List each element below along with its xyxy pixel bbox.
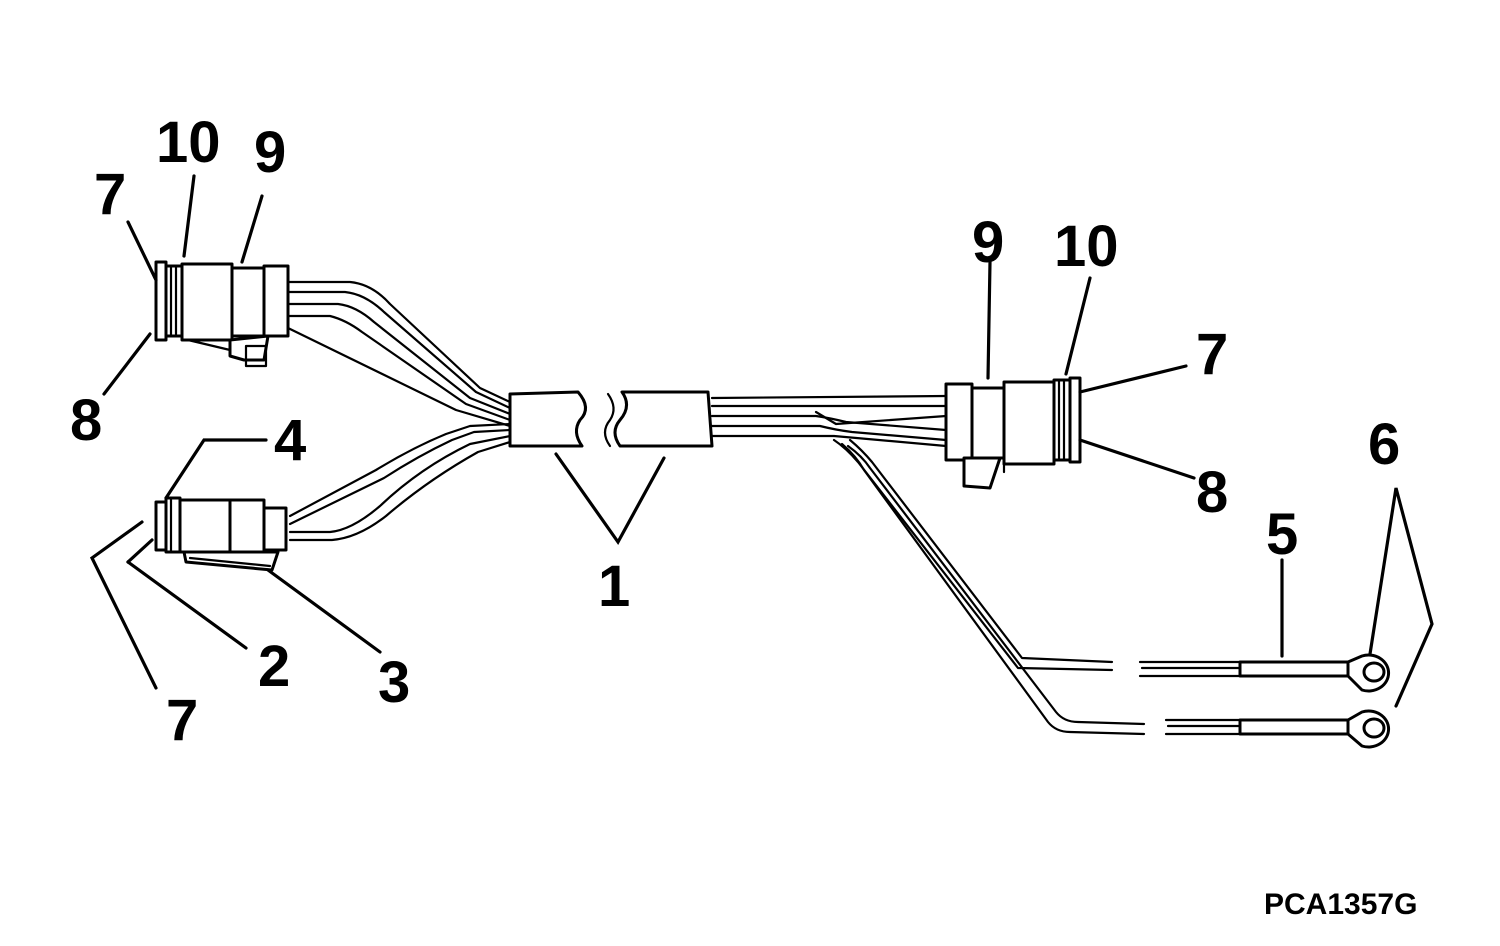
callout-9-left: 9 xyxy=(254,120,286,185)
left-wire-bundle xyxy=(286,280,512,542)
callout-10-left: 10 xyxy=(156,110,221,175)
right-connector xyxy=(944,376,1082,490)
callout-4: 4 xyxy=(274,408,306,473)
callout-8-right: 8 xyxy=(1196,460,1228,525)
center-sleeve xyxy=(508,390,714,448)
callout-7-left-bottom: 7 xyxy=(166,688,198,753)
callout-9-right: 9 xyxy=(972,210,1004,275)
callouts: 10 9 7 8 4 2 3 7 1 9 10 7 8 5 6 xyxy=(70,110,1400,753)
callout-10-right: 10 xyxy=(1054,214,1119,279)
leader-lines xyxy=(89,174,1434,708)
callout-1: 1 xyxy=(598,554,630,619)
callout-2: 2 xyxy=(258,634,290,699)
left-top-connector xyxy=(154,260,290,368)
ring-terminal-lower xyxy=(1164,709,1390,749)
ring-terminal-upper xyxy=(1138,653,1390,693)
callout-3: 3 xyxy=(378,650,410,715)
right-wire-bundle xyxy=(710,394,1146,736)
callout-7-right: 7 xyxy=(1196,322,1228,387)
callout-8-left: 8 xyxy=(70,388,102,453)
figure-id: PCA1357G xyxy=(1264,888,1417,921)
callout-6: 6 xyxy=(1368,412,1400,477)
left-bottom-connector xyxy=(154,496,288,572)
callout-7-left-top: 7 xyxy=(94,162,126,227)
callout-5: 5 xyxy=(1266,502,1298,567)
